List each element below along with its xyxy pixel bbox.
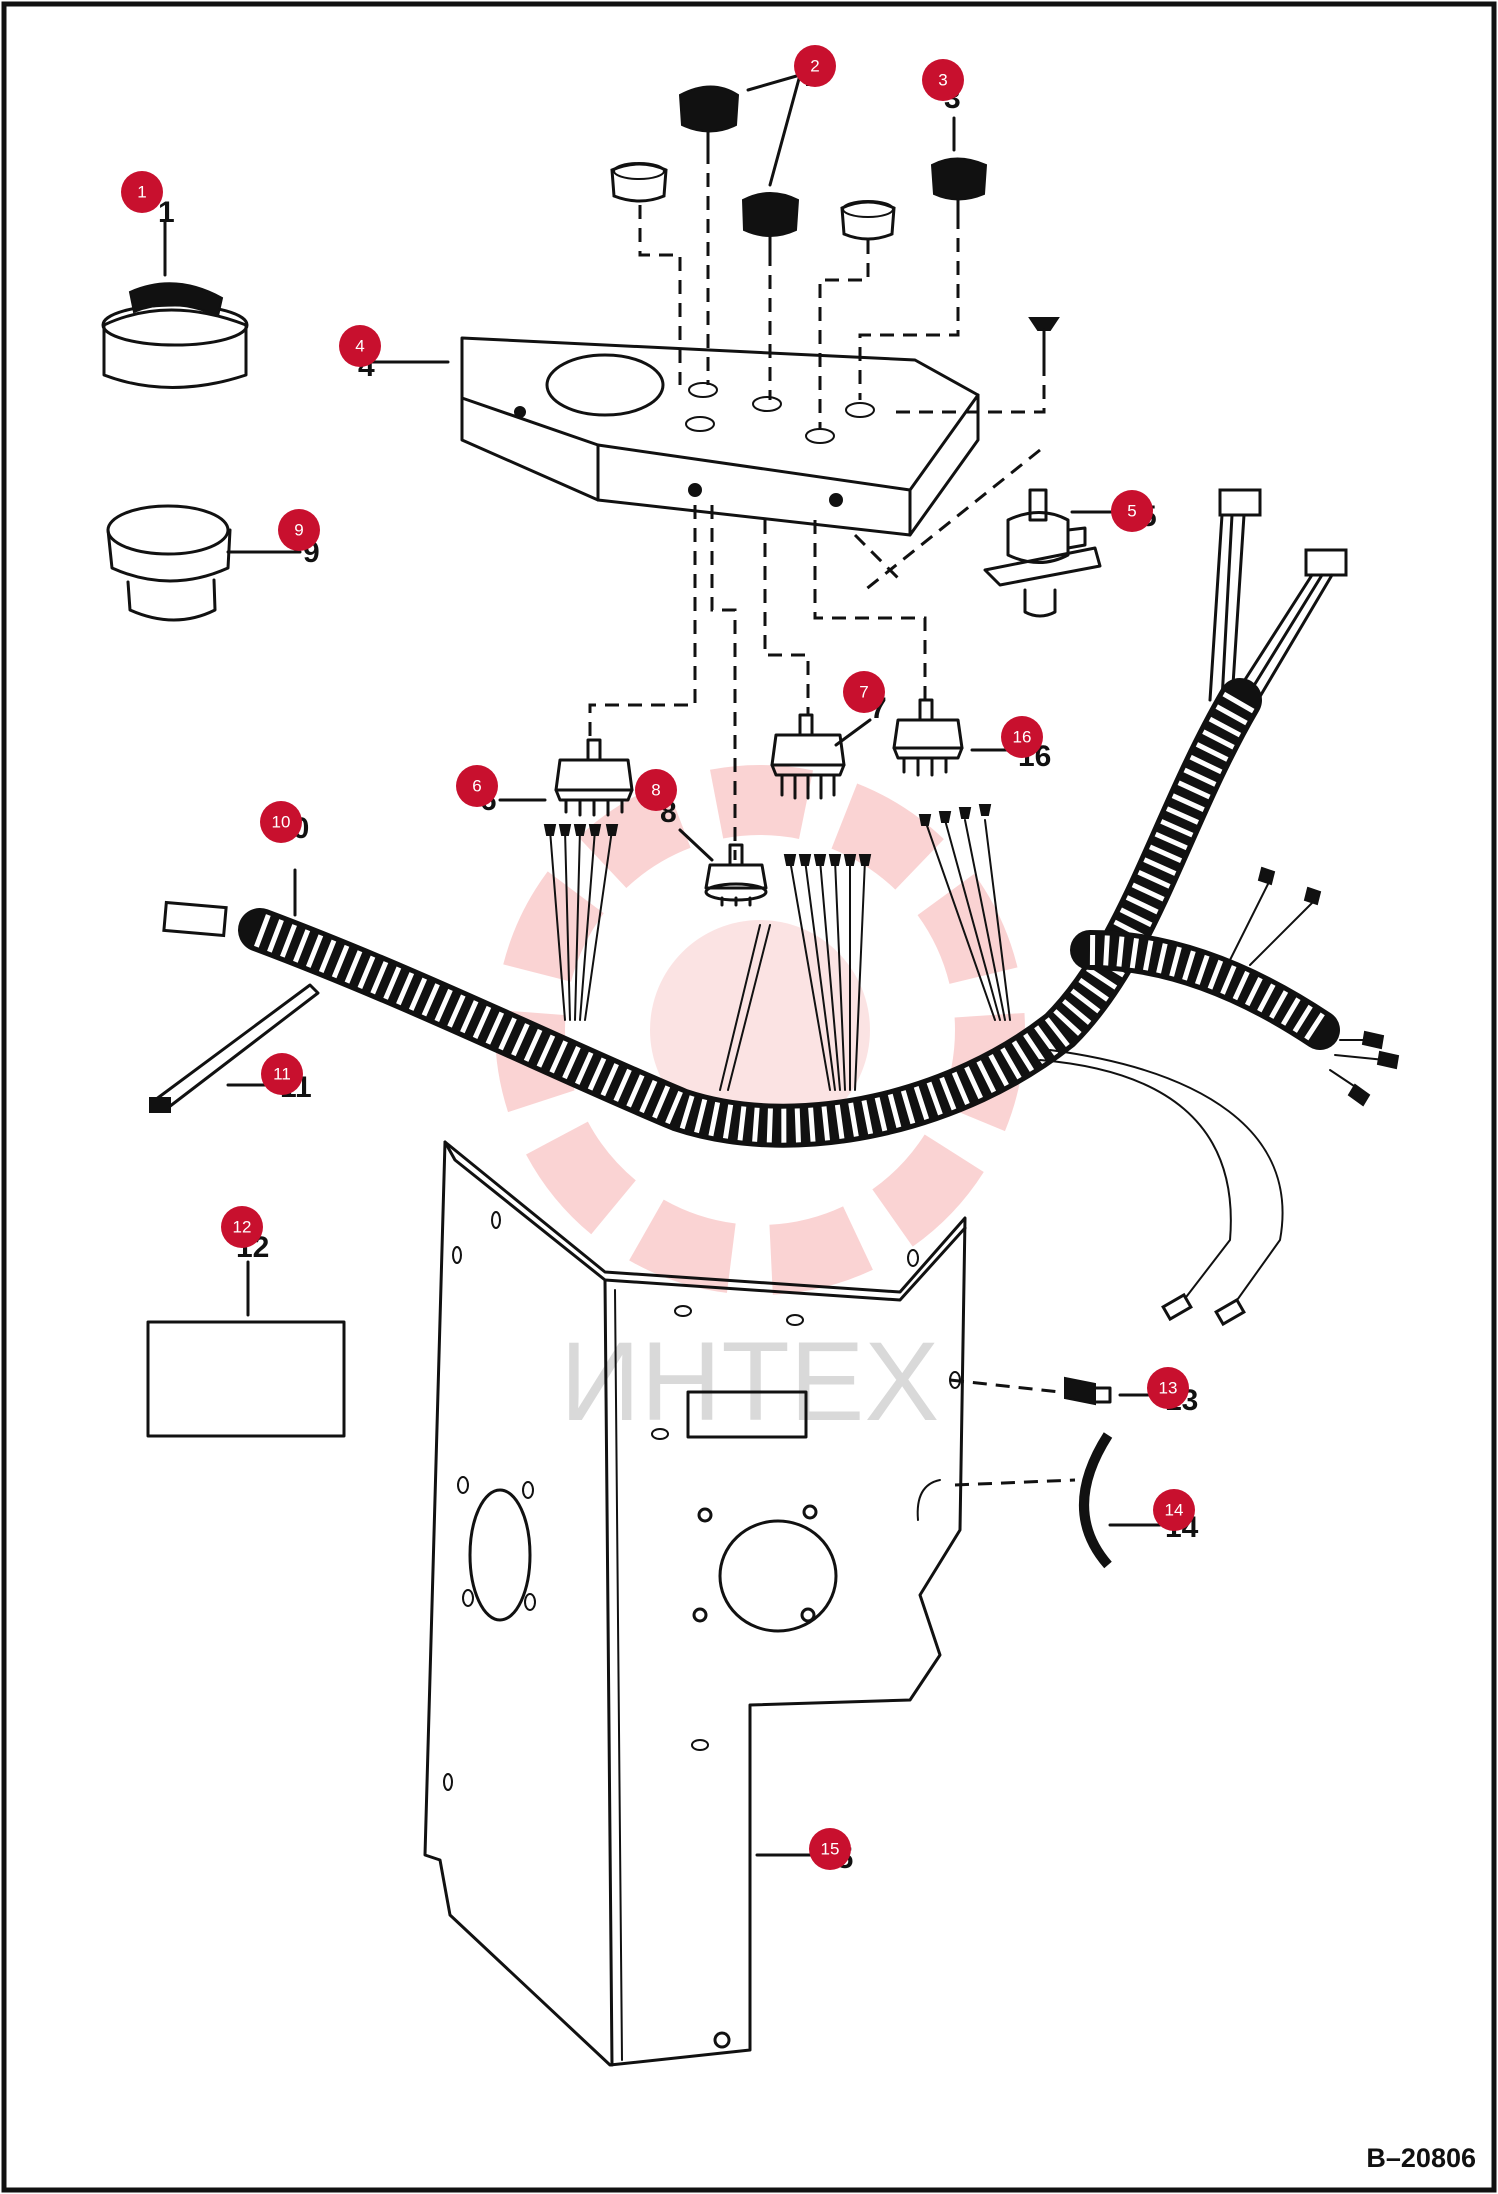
callout-badge-2[interactable]: 2: [794, 45, 836, 87]
watermark-gear-logo: [495, 765, 1025, 1295]
part-8-rotary-switch: [678, 828, 768, 907]
callout-badge-1[interactable]: 1: [121, 171, 163, 213]
drawing-number: B–20806: [1366, 2143, 1476, 2173]
assembly-lines-top: [638, 150, 1046, 592]
part-10-wiring-harness: [162, 678, 1400, 1327]
part-4-switch-panel: [368, 336, 980, 537]
callout-badge-14[interactable]: 14: [1153, 1489, 1195, 1531]
callout-badge-15[interactable]: 15: [809, 1828, 851, 1870]
callout-badge-11[interactable]: 11: [261, 1053, 303, 1095]
badge-label: 9: [294, 521, 303, 540]
badge-label: 6: [472, 777, 481, 796]
callout-badge-16[interactable]: 16: [1001, 716, 1043, 758]
badge-label: 7: [859, 683, 868, 702]
callout-badge-4[interactable]: 4: [339, 325, 381, 367]
badge-label: 8: [651, 781, 660, 800]
callout-badge-7[interactable]: 7: [843, 671, 885, 713]
badge-label: 1: [137, 183, 146, 202]
badge-label: 10: [272, 813, 291, 832]
callout-badge-9[interactable]: 9: [278, 509, 320, 551]
badge-label: 14: [1165, 1501, 1184, 1520]
callout-badge-3[interactable]: 3: [922, 59, 964, 101]
part-15-control-panel: [423, 1140, 967, 2067]
badge-label: 11: [273, 1065, 291, 1084]
badge-label: 3: [938, 71, 947, 90]
badge-label: 12: [233, 1218, 252, 1237]
badge-label: 15: [821, 1840, 840, 1859]
callout-badge-8[interactable]: 8: [635, 769, 677, 811]
badge-label: 4: [355, 337, 364, 356]
watermark-text: ИНТЕХ: [560, 1319, 939, 1444]
switch-wires: [543, 804, 1011, 1091]
callout-badge-13[interactable]: 13: [1147, 1367, 1189, 1409]
part-7-rotary-switch: [770, 713, 872, 800]
badge-label: 16: [1013, 728, 1032, 747]
panel-screw: [1028, 317, 1060, 364]
part-1-key-switch: [101, 220, 249, 389]
callout-badge-6[interactable]: 6: [456, 765, 498, 807]
callout-text-1: 1: [158, 196, 175, 229]
harness-connectors: [1208, 488, 1348, 712]
knobs: [610, 73, 988, 254]
callout-badge-12[interactable]: 12: [221, 1206, 263, 1248]
badge-label: 2: [810, 57, 819, 76]
part-13-bolt: [949, 1376, 1162, 1406]
part-5-switch: [983, 488, 1117, 618]
callout-badge-10[interactable]: 10: [260, 801, 302, 843]
callout-badge-5[interactable]: 5: [1111, 490, 1153, 532]
assembly-lines-middle: [588, 505, 927, 860]
part-12-decal: [146, 1260, 346, 1438]
part-14-grommet: [954, 1432, 1162, 1569]
part-6-rotary-switch: [498, 738, 634, 817]
badge-label: 13: [1159, 1379, 1178, 1398]
badge-label: 5: [1127, 502, 1136, 521]
part-9-cover: [106, 504, 302, 622]
